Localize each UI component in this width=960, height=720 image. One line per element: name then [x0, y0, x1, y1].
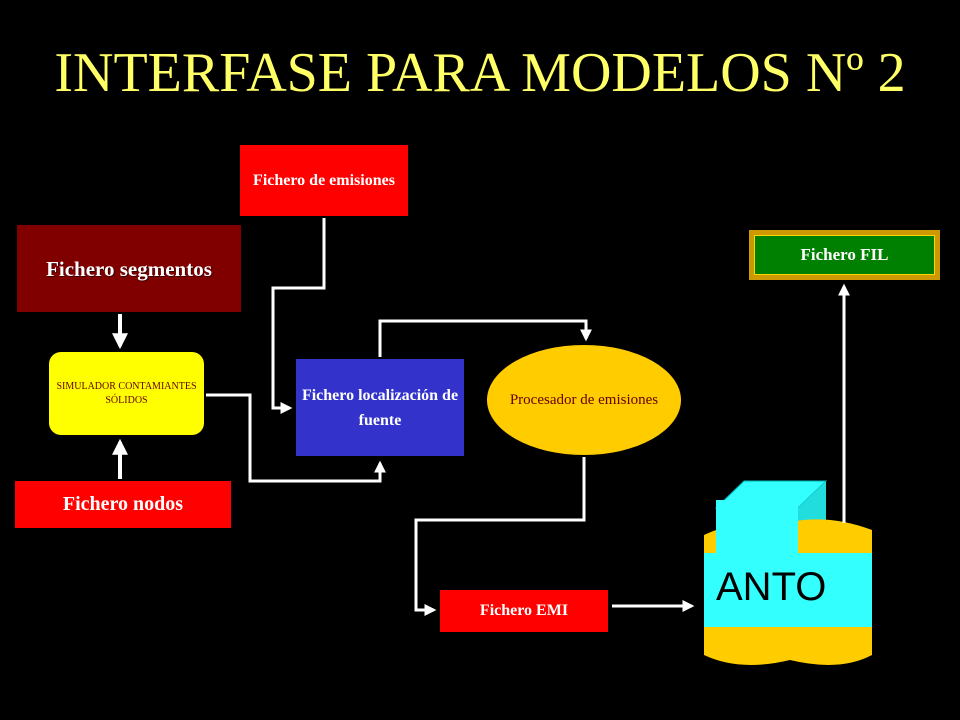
node-label: Fichero de emisiones [253, 171, 395, 189]
node-fichero-segmentos: Fichero segmentos [17, 225, 241, 312]
connector-simulador-localizacion [206, 393, 386, 483]
node-simulador: SIMULADOR CONTAMIANTES SÓLIDOS [49, 352, 204, 435]
node-procesador-emisiones: Procesador de emisiones [487, 345, 681, 455]
node-fichero-emi: Fichero EMI [440, 590, 608, 632]
database-label: ANTO [716, 565, 827, 609]
node-label: Fichero localización de fuente [301, 386, 459, 429]
node-label: SIMULADOR CONTAMIANTES SÓLIDOS [56, 380, 197, 406]
node-label: Fichero EMI [479, 602, 569, 619]
database-icon [704, 480, 872, 665]
node-fichero-emisiones: Fichero de emisiones [240, 145, 408, 216]
page-title: INTERFASE PARA MODELOS Nº 2 [54, 42, 906, 104]
node-label: Fichero segmentos [46, 256, 212, 281]
node-label: Procesador de emisiones [509, 391, 659, 408]
node-fichero-localizacion: Fichero localización de fuente [296, 359, 464, 456]
node-label: Fichero FIL [800, 245, 889, 264]
connector-procesador-emi [414, 457, 586, 616]
node-label: Fichero nodos [62, 493, 184, 515]
connector-localizacion-procesador [378, 319, 592, 357]
node-fichero-fil: Fichero FIL [754, 235, 935, 275]
node-fichero-nodos: Fichero nodos [15, 481, 231, 528]
connector-emisiones-localizacion [271, 218, 326, 414]
